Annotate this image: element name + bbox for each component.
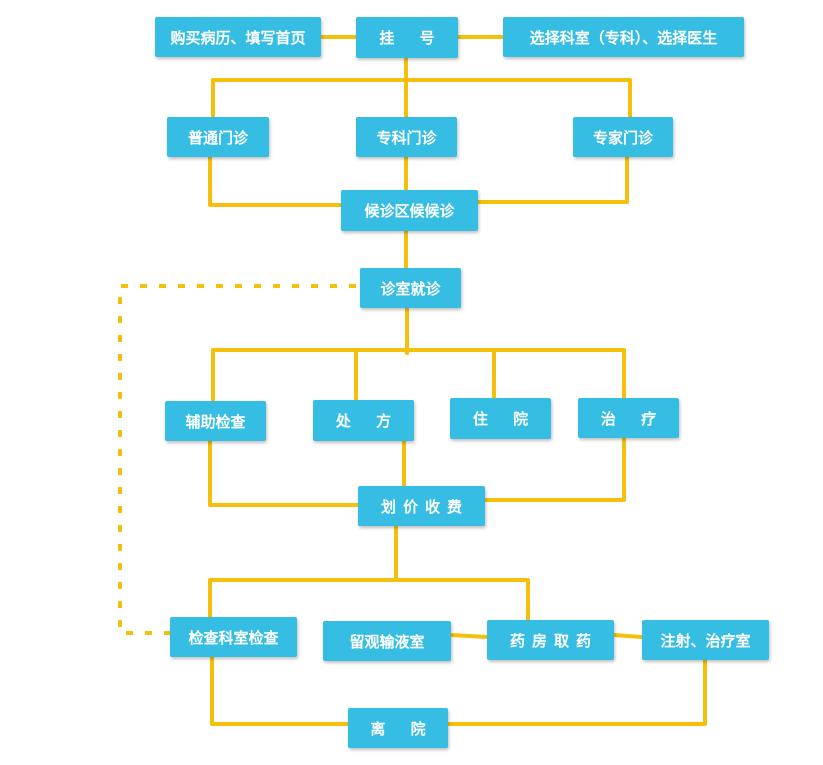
consultation-node[interactable]: 诊室就诊 xyxy=(360,268,461,308)
connector-aux-billing xyxy=(208,439,360,507)
general-clinic-node[interactable]: 普通门诊 xyxy=(167,117,269,157)
discharge-node[interactable]: 离 院 xyxy=(348,708,448,748)
hospitalization-node[interactable]: 住 院 xyxy=(450,398,551,439)
connector-pharmacy-injection xyxy=(612,633,644,639)
connector-injection-discharge xyxy=(446,658,707,726)
connector-clinic-bus xyxy=(211,78,632,119)
aux-exam-node[interactable]: 辅助检查 xyxy=(165,401,266,441)
injection-room-node[interactable]: 注射、治疗室 xyxy=(642,620,769,660)
connector-branch-bus xyxy=(211,348,626,402)
waiting-area-node[interactable]: 候诊区候候诊 xyxy=(341,190,478,231)
connector-general-waiting xyxy=(208,156,343,207)
buy-record-node[interactable]: 购买病历、填写首页 xyxy=(155,17,321,57)
treatment-node[interactable]: 治 疗 xyxy=(578,398,679,438)
connector-exam-pharmacy-bus xyxy=(208,578,530,622)
connector-treatment-billing xyxy=(483,436,626,502)
register-node[interactable]: 挂 号 xyxy=(356,17,458,58)
connector-expert-waiting xyxy=(476,156,629,204)
connector-dashed-return xyxy=(118,284,356,635)
specialty-clinic-node[interactable]: 专科门诊 xyxy=(356,117,457,157)
prescription-node[interactable]: 处 方 xyxy=(313,400,414,441)
expert-clinic-node[interactable]: 专家门诊 xyxy=(573,117,673,157)
billing-node[interactable]: 划价收费 xyxy=(358,486,485,526)
select-dept-node[interactable]: 选择科室（专科）、选择医生 xyxy=(503,17,744,57)
connector-observation-pharmacy xyxy=(449,633,489,639)
pharmacy-node[interactable]: 药房取药 xyxy=(487,620,614,660)
dept-exam-node[interactable]: 检查科室检查 xyxy=(170,617,297,657)
observation-room-node[interactable]: 留观输液室 xyxy=(323,621,451,661)
connector-exam-discharge xyxy=(210,656,350,726)
